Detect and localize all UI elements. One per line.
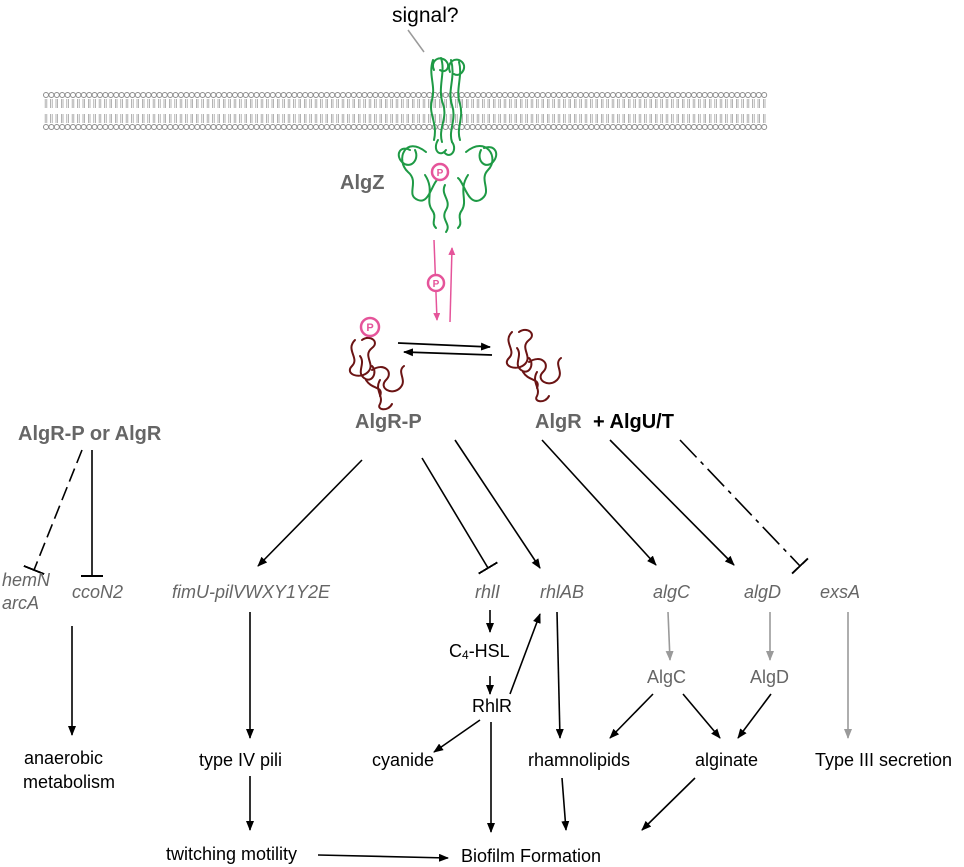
algr-p-label: AlgR-P <box>355 411 422 433</box>
algr-left-branch <box>23 449 103 736</box>
anaerobic-label: anaerobic <box>24 748 103 768</box>
algu-t-label: + AlgU/T <box>593 411 674 433</box>
c4-hsl-label: C4-HSL <box>449 641 510 662</box>
gene-exsa: exsA <box>820 582 860 602</box>
phosphate-icon: P <box>359 316 381 338</box>
biofilm-formation-label: Biofilm Formation <box>461 846 601 866</box>
signal-arrow <box>407 29 425 53</box>
type-iii-secretion-label: Type III secretion <box>815 750 952 770</box>
cell-membrane <box>43 92 768 130</box>
algr-p-or-algr-label: AlgR-P or AlgR <box>18 423 162 445</box>
phosphate-label: P <box>433 279 440 290</box>
expression-arrows <box>665 611 852 739</box>
gene-arca: arcA <box>2 593 39 613</box>
gene-hemn: hemN <box>2 570 51 590</box>
phosphotransfer-arrows: P <box>426 239 456 323</box>
gene-rhlab: rhlAB <box>540 582 584 602</box>
cyanide-label: cyanide <box>372 750 434 770</box>
gene-fimu: fimU-pilVWXY1Y2E <box>172 582 331 602</box>
metabolism-label: metabolism <box>23 772 115 792</box>
algz-protein-icon <box>397 57 498 233</box>
phosphate-label: P <box>366 322 373 334</box>
equilibrium-arrows <box>397 342 493 357</box>
rhamnolipids-label: rhamnolipids <box>528 750 630 770</box>
gene-ccon2: ccoN2 <box>72 582 123 602</box>
algr-protein-icon <box>506 328 562 403</box>
algd-protein-label: AlgD <box>750 667 789 687</box>
gene-algd: algD <box>744 582 781 602</box>
phosphate-icon: P <box>430 162 450 182</box>
gene-algc: algC <box>653 582 691 602</box>
algr-label: AlgR <box>535 411 582 433</box>
rhlr-label: RhlR <box>472 696 512 716</box>
type-iv-pili-label: type IV pili <box>199 750 282 770</box>
gene-rhli: rhlI <box>475 582 500 602</box>
algz-label: AlgZ <box>340 172 384 194</box>
twitching-motility-label: twitching motility <box>166 844 297 864</box>
regulation-arrows <box>257 439 809 575</box>
phosphate-label: P <box>437 168 444 179</box>
signal-label: signal? <box>392 4 459 27</box>
downstream-arrows <box>246 610 772 862</box>
alginate-label: alginate <box>695 750 758 770</box>
algc-protein-label: AlgC <box>647 667 686 687</box>
algr-p-protein-icon <box>349 336 405 411</box>
